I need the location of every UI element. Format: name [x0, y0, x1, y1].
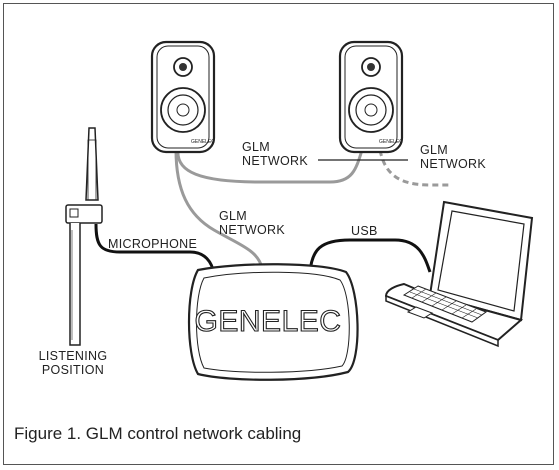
measurement-microphone	[65, 127, 103, 346]
laptop-computer	[384, 200, 534, 348]
label-glm-network-right-line2: NETWORK	[420, 157, 486, 171]
label-glm-network-mid-line1: GLM	[219, 209, 247, 223]
speaker-2: GENELEC	[338, 40, 403, 154]
speaker-1: GENELEC	[150, 40, 215, 154]
label-usb: USB	[351, 224, 378, 238]
label-glm-network-mid: GLM NETWORK	[219, 209, 285, 237]
usb-cable	[308, 238, 432, 273]
figure-caption: Figure 1. GLM control network cabling	[14, 424, 302, 443]
figure-frame	[3, 3, 554, 465]
glm-network-cable-speakers	[176, 149, 364, 184]
laptop-touchpad	[406, 306, 434, 319]
label-glm-network-right: GLM NETWORK	[420, 143, 486, 171]
microphone-cable	[94, 223, 216, 275]
label-microphone: MICROPHONE	[108, 237, 198, 251]
adapter-brand-logo: GENELEC	[195, 305, 342, 338]
glm-network-cable-adapter	[174, 149, 264, 269]
label-listening-position: LISTENING POSITION	[36, 349, 110, 377]
speaker-badge-2: GENELEC	[379, 139, 403, 145]
glm-network-adapter: GENELEC	[187, 263, 359, 381]
label-glm-network-right-line1: GLM	[420, 143, 448, 157]
label-glm-network-mid-line2: NETWORK	[219, 223, 285, 237]
label-glm-network-top-line1: GLM	[242, 140, 270, 154]
label-glm-network-top-line2: NETWORK	[242, 154, 308, 168]
speaker-badge-1: GENELEC	[191, 139, 215, 145]
label-listening-line2: POSITION	[41, 363, 105, 377]
label-listening-line1: LISTENING	[38, 349, 108, 363]
label-glm-network-top: GLM NETWORK	[242, 140, 308, 168]
glm-network-cable-next	[378, 149, 452, 187]
